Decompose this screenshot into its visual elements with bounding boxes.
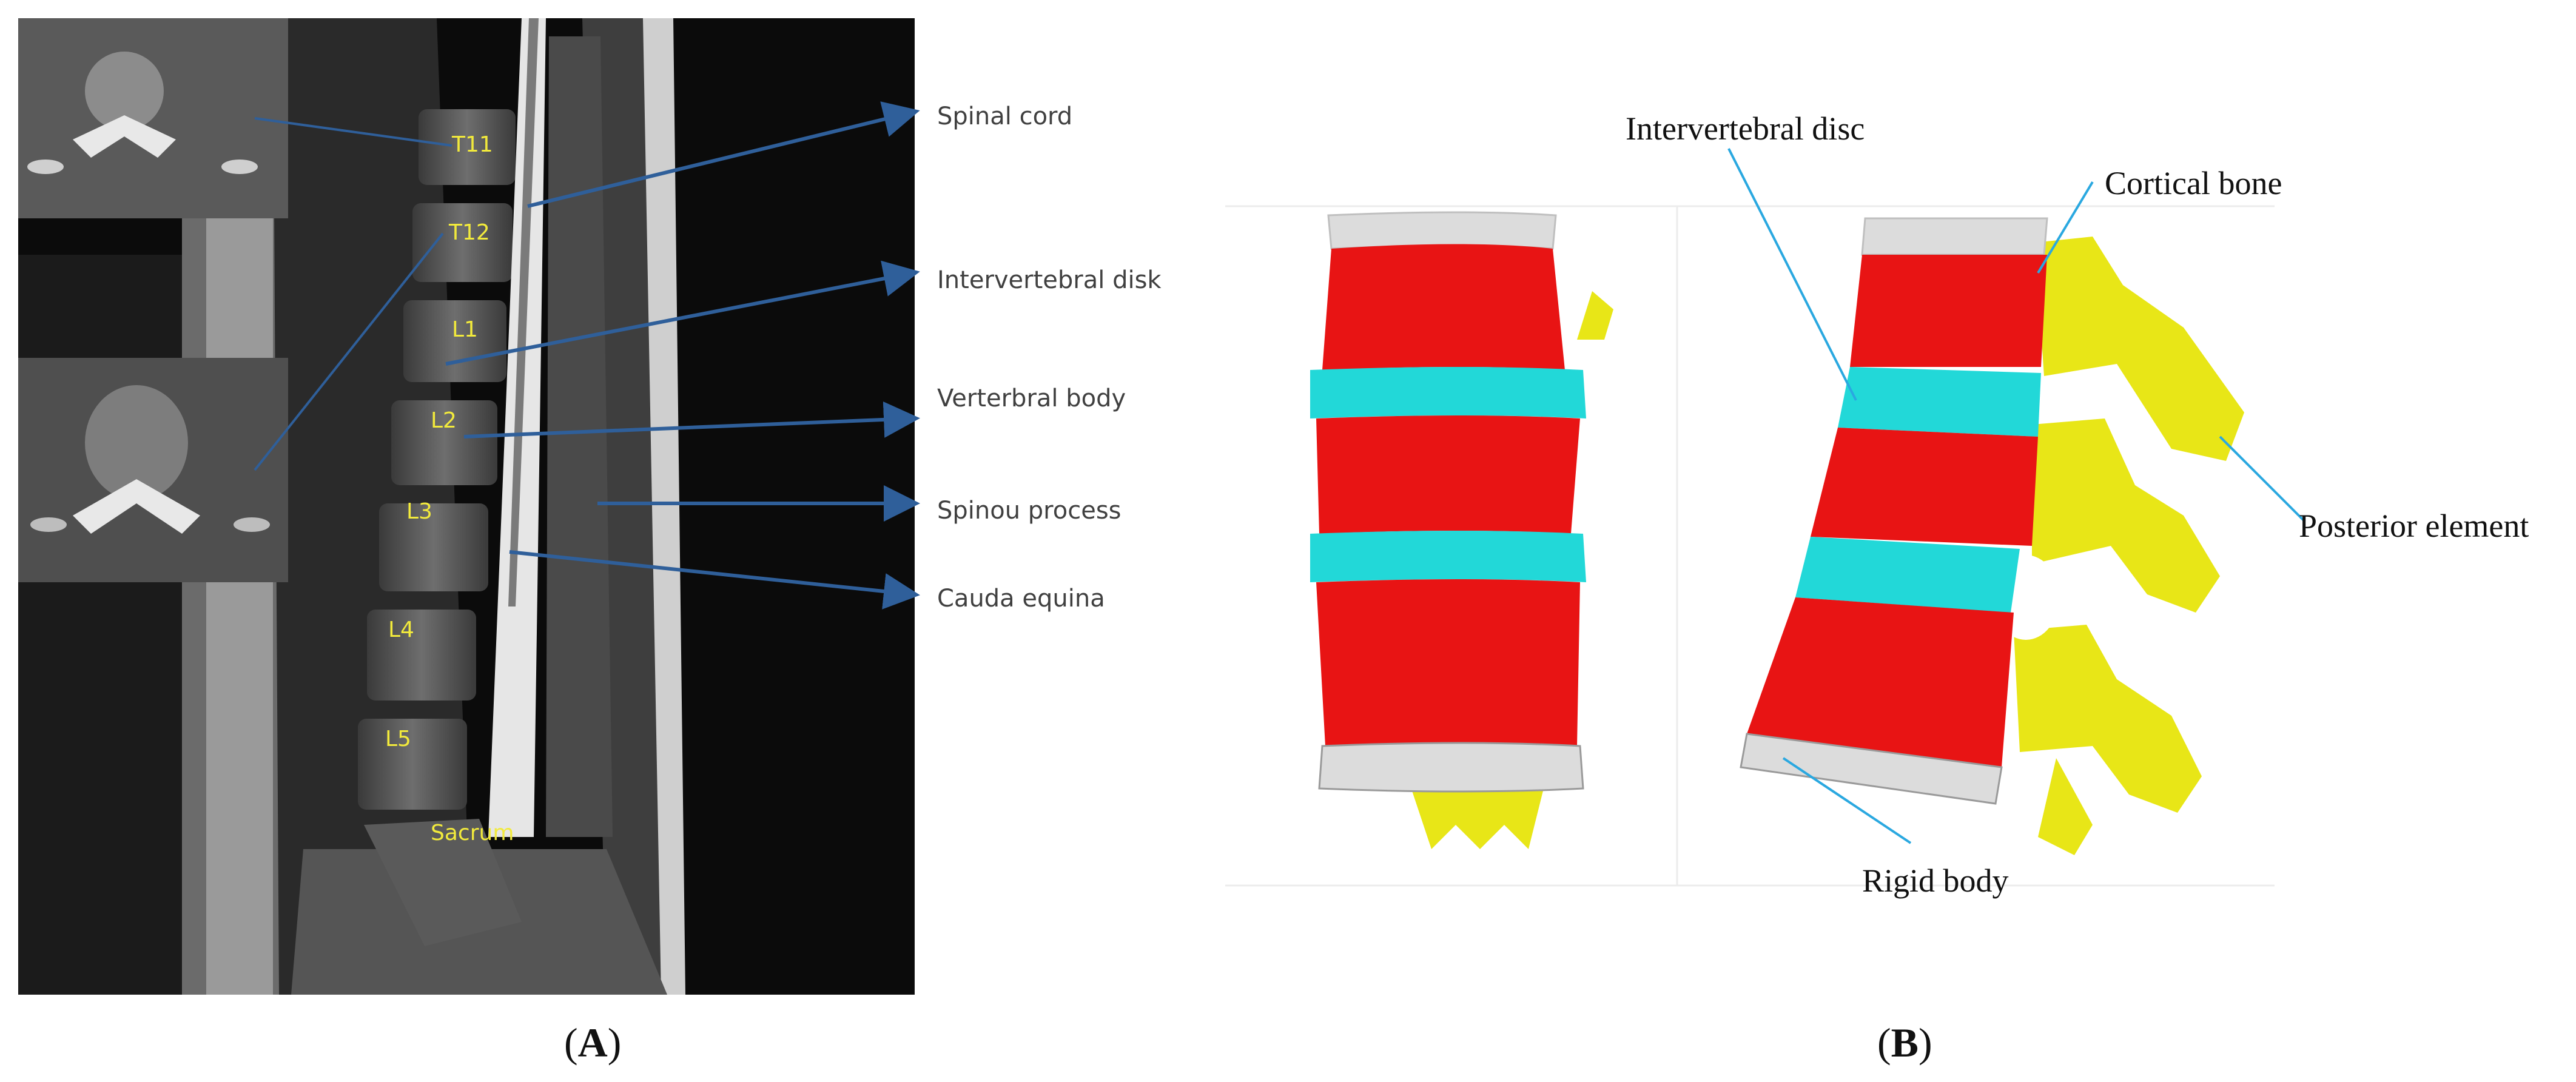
label-cortical-bone: Cortical bone	[2105, 165, 2282, 201]
leader-intervertebral-disc	[1727, 148, 1857, 401]
vertebra-label-sacrum: Sacrum	[431, 821, 514, 845]
label-intervertebral-disc: Intervertebral disc	[1626, 110, 1865, 147]
vertebra-label-l3: L3	[406, 499, 432, 524]
leader-cortical-bone	[2037, 181, 2094, 274]
leader-posterior-element	[2219, 435, 2306, 523]
label-cauda-equina: Cauda equina	[937, 585, 1105, 613]
arrow-spinal-cord	[527, 101, 920, 208]
arrow-intervertebral-disk	[445, 260, 920, 366]
fe-model-panel: Intervertebral disc Cortical bone Poster…	[1225, 110, 2529, 899]
vertebra-label-t12: T12	[448, 220, 490, 245]
caption-b: (B)	[1877, 1020, 1932, 1066]
vertebra-label-t11: T11	[451, 132, 493, 157]
leader-rigid-body	[1782, 757, 1912, 844]
caption-a-letter: A	[577, 1020, 608, 1066]
arrow-cauda-equina	[509, 550, 920, 610]
label-intervertebral-disk: Intervertebral disk	[937, 266, 1162, 294]
side-view-model	[1740, 217, 2244, 855]
axial-inset-bottom	[18, 358, 288, 582]
arrow-vertebral-body	[463, 401, 920, 439]
label-spinal-cord: Spinal cord	[937, 102, 1072, 130]
caption-a: (A)	[564, 1020, 622, 1066]
axial-inset-top	[18, 18, 288, 218]
mri-panel: T11 T12 L1 L2 L3 L4 L5 Sacrum Spinal cor…	[18, 18, 1162, 995]
inset-pointer-bottom	[254, 232, 444, 471]
label-posterior-element: Posterior element	[2299, 508, 2529, 544]
vertebral-column	[358, 109, 522, 946]
front-view-model	[1310, 211, 1613, 849]
vertebra-label-l5: L5	[385, 727, 411, 751]
label-rigid-body: Rigid body	[1862, 862, 2009, 899]
vertebra-label-l4: L4	[388, 617, 414, 642]
vertebra-label-l2: L2	[431, 408, 457, 433]
label-vertebral-body: Verterbral body	[937, 385, 1126, 412]
vertebra-label-l1: L1	[452, 317, 478, 342]
inset-pointer-top	[254, 117, 452, 147]
label-spinous-process: Spinou process	[937, 497, 1122, 525]
caption-b-letter: B	[1891, 1020, 1919, 1066]
